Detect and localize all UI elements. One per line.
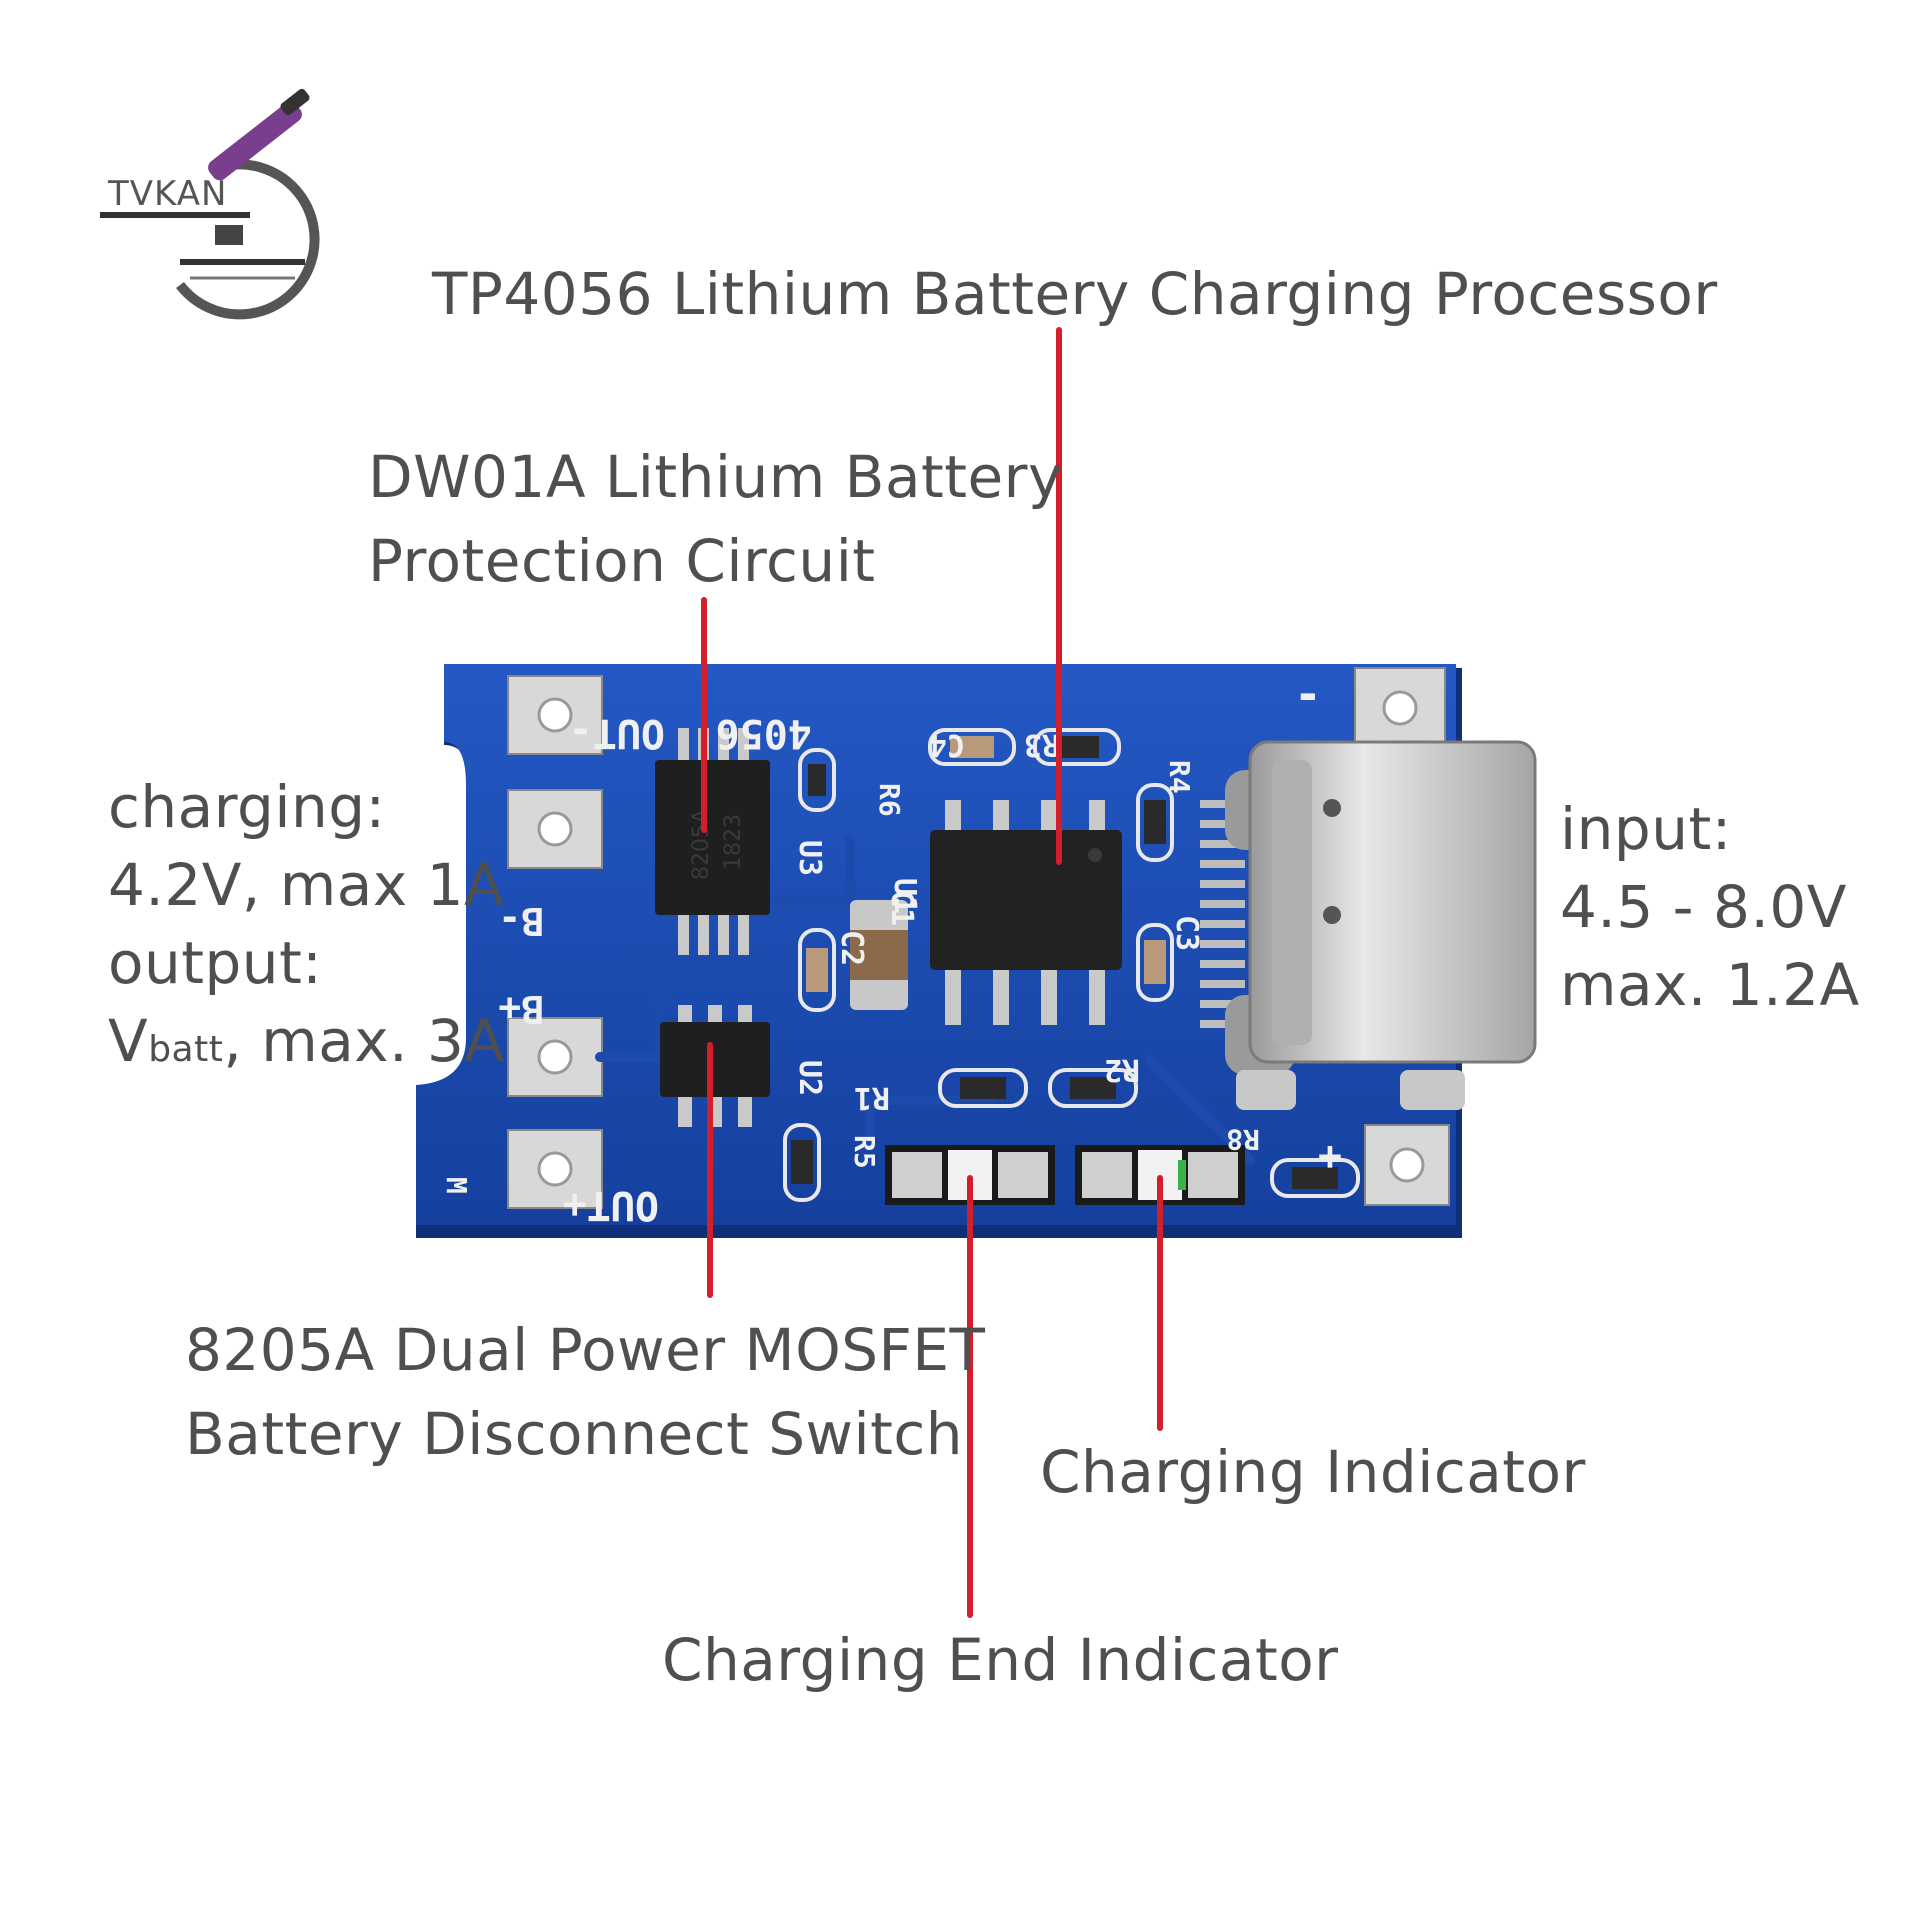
silk-c2: C2 [834,930,869,966]
label-mosfet-line1: 8205A Dual Power MOSFET [185,1316,986,1384]
label-output-title: output: [108,929,323,997]
silk-out-minus: OUT- [569,710,665,756]
smd-c4 [928,728,1016,766]
silk-out-plus: OUT+ [563,1182,659,1228]
label-charging-title: charging: [108,773,386,841]
smd-c3 [1136,923,1174,1002]
label-charging-end-indicator: Charging End Indicator [662,1626,1339,1694]
smd-r4 [1136,783,1174,862]
silk-b-plus: B+ [498,987,544,1031]
label-tp4056: TP4056 Lithium Battery Charging Processo… [432,260,1718,328]
label-charging-indicator: Charging Indicator [1040,1438,1586,1506]
silk-board-id: 4056 [716,710,812,756]
smd-r3 [1033,728,1121,766]
pad-b-plus [507,1017,603,1097]
silk-b-minus: B- [498,899,544,943]
label-input-title: input: [1560,795,1732,863]
label-dw01a-line2: Protection Circuit [368,527,876,595]
pad-top-right [1354,667,1446,749]
pcb-traces [595,835,1255,1165]
silk-c3: C3 [1169,915,1204,951]
chip-u3 [655,728,770,955]
silk-c4: C4 [929,727,965,762]
silk-r4: R4 [1163,760,1196,794]
smd-r1 [938,1068,1028,1108]
pad-out-minus [507,675,603,755]
label-vbatt-sub: batt [148,1029,224,1070]
smd-r2 [1048,1068,1138,1108]
label-output-value-row: Vbatt, max. 3A [108,1002,505,1089]
smd-r8 [1270,1158,1360,1198]
capacitor-c1 [850,900,908,1010]
silk-u3: U3 [792,840,827,876]
silk-r2: R2 [1104,1052,1140,1087]
mounting-pads [507,667,1450,1209]
silk-u1: U1 [887,878,922,914]
silk-c1: C1 [884,890,919,926]
label-dw01a-line1: DW01A Lithium Battery [368,443,1063,511]
pad-bottom-right [1364,1124,1450,1206]
brand-logo [100,88,320,320]
smd-r5 [783,1123,821,1202]
silk-u2: U2 [792,1060,827,1096]
label-dw01a: DW01A Lithium Battery Protection Circuit [368,435,1063,603]
smd-r6 [798,748,836,812]
label-charging-output: charging: 4.2V, max 1A output: Vbatt, ma… [108,768,505,1089]
silkscreen: OUT- 4056 B- B+ OUT+ - + C1 C2 C3 C4 R1 … [440,667,1342,1228]
silk-plus-sign: + [1318,1134,1342,1180]
pad-out-plus [507,1129,603,1209]
chip-u3-line2: 1823 [721,814,746,870]
label-input-current: max. 1.2A [1560,951,1860,1019]
chip-u2 [660,1005,770,1127]
silk-r5: R5 [848,1135,881,1169]
silk-corner-mark: M [440,1177,473,1194]
pad-b-minus [507,789,603,869]
label-mosfet-line2: Battery Disconnect Switch [185,1400,963,1468]
silk-r3: R3 [1024,727,1060,762]
logo-text: TVKAN [107,174,227,214]
label-charging-value: 4.2V, max 1A [108,851,505,919]
silk-minus-sign: - [1294,667,1322,721]
silk-r6: R6 [873,783,906,817]
smd-components [783,728,1360,1202]
silk-r8: R8 [1226,1123,1260,1156]
pointer-lines [701,327,1163,1618]
label-vbatt-main: V [108,1007,149,1075]
usb-c-connector [1200,740,1537,1110]
silk-r1: R1 [854,1080,890,1115]
label-input-voltage: 4.5 - 8.0V [1560,873,1847,941]
label-mosfet: 8205A Dual Power MOSFET Battery Disconne… [185,1308,985,1476]
label-output-value: , max. 3A [223,1007,505,1075]
smd-c2 [798,928,836,1012]
chip-u1-tp4056 [930,800,1122,1025]
label-input: input: 4.5 - 8.0V max. 1.2A [1560,790,1860,1024]
